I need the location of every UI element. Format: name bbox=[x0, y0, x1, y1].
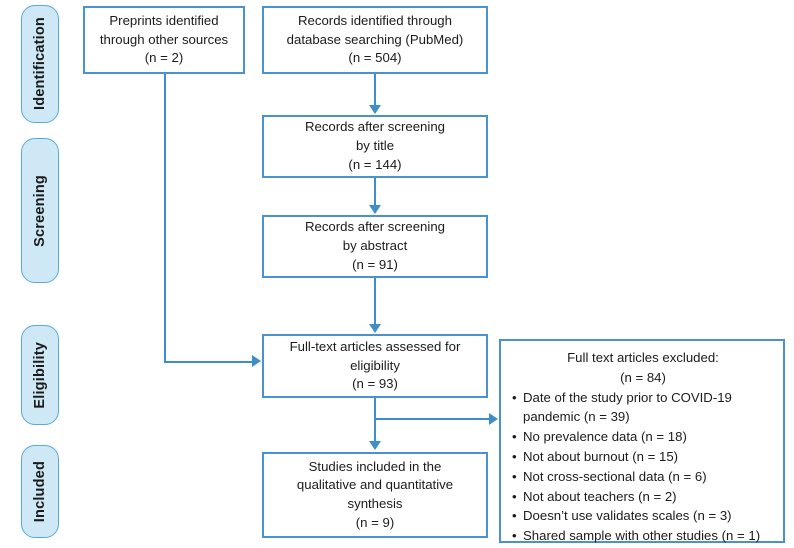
stage-eligibility-label: Eligibility bbox=[32, 341, 48, 409]
arrowhead-preprints-to-fulltext bbox=[252, 355, 261, 367]
box-studies-included-line-1: Studies included in the bbox=[308, 458, 442, 474]
box-studies-included-count: (n = 9) bbox=[355, 514, 395, 530]
box-full-text-assessed: Full-text articles assessed for eligibil… bbox=[262, 334, 488, 398]
stage-identification: Identification bbox=[21, 5, 59, 123]
stage-screening: Screening bbox=[21, 138, 59, 283]
box-full-text-line-2: eligibility bbox=[350, 357, 400, 373]
box-screening-abstract-count: (n = 91) bbox=[352, 256, 398, 272]
box-preprints-line-1: Preprints identified bbox=[109, 12, 219, 28]
stage-included-label: Included bbox=[32, 460, 48, 523]
excluded-reason-list: Date of the study prior to COVID-19 pand… bbox=[511, 388, 775, 546]
box-screening-title-line-1: Records after screening bbox=[304, 119, 445, 135]
box-records-identified-count: (n = 504) bbox=[348, 50, 402, 66]
connector-preprints-right bbox=[164, 361, 254, 363]
arrowhead-fulltext-to-included bbox=[369, 441, 381, 450]
box-records-after-screening-title: Records after screening by title (n = 14… bbox=[262, 115, 488, 178]
box-studies-included-line-2: qualitative and quantitative bbox=[296, 477, 454, 493]
box-preprints-line-2: through other sources bbox=[99, 31, 229, 47]
arrowhead-title-to-abstract bbox=[369, 205, 381, 214]
connector-preprints-down bbox=[164, 74, 166, 363]
stage-included: Included bbox=[21, 445, 59, 538]
list-item: No prevalence data (n = 18) bbox=[511, 427, 775, 447]
box-full-text-count: (n = 93) bbox=[352, 376, 398, 392]
box-screening-title-count: (n = 144) bbox=[348, 156, 402, 172]
excluded-count: (n = 84) bbox=[620, 369, 666, 385]
box-studies-included: Studies included in the qualitative and … bbox=[262, 452, 488, 538]
list-item: Not about teachers (n = 2) bbox=[511, 487, 775, 507]
arrowhead-abstract-to-fulltext bbox=[369, 324, 381, 333]
stage-identification-label: Identification bbox=[32, 17, 48, 111]
box-screening-abstract-line-2: by abstract bbox=[342, 238, 408, 254]
arrowhead-records-to-title bbox=[369, 105, 381, 114]
box-records-after-screening-abstract: Records after screening by abstract (n =… bbox=[262, 215, 488, 278]
box-screening-title-line-2: by title bbox=[355, 138, 395, 154]
connector-fulltext-to-excluded bbox=[374, 418, 491, 420]
box-preprints-identified: Preprints identified through other sourc… bbox=[83, 6, 245, 74]
connector-fulltext-to-included bbox=[374, 398, 376, 442]
box-studies-included-line-3: synthesis bbox=[347, 496, 403, 511]
arrowhead-fulltext-to-excluded bbox=[489, 413, 498, 425]
box-records-identified-line-2: database searching (PubMed) bbox=[286, 31, 464, 47]
box-full-text-excluded: Full text articles excluded: (n = 84) Da… bbox=[499, 339, 785, 546]
list-item: Shared sample with other studies (n = 1) bbox=[511, 526, 775, 546]
box-records-identified-line-1: Records identified through bbox=[298, 12, 452, 28]
connector-records-to-title bbox=[374, 74, 376, 106]
connector-title-to-abstract bbox=[374, 178, 376, 206]
list-item: Not about burnout (n = 15) bbox=[511, 447, 775, 467]
box-preprints-count: (n = 2) bbox=[144, 50, 184, 66]
list-item: Doesn’t use validates scales (n = 3) bbox=[511, 506, 775, 526]
stage-screening-label: Screening bbox=[32, 174, 48, 247]
excluded-heading: Full text articles excluded: bbox=[567, 350, 719, 365]
box-full-text-line-1: Full-text articles assessed for bbox=[289, 338, 461, 354]
list-item: Not cross-sectional data (n = 6) bbox=[511, 467, 775, 487]
box-screening-abstract-line-1: Records after screening bbox=[304, 219, 445, 235]
stage-eligibility: Eligibility bbox=[21, 325, 59, 425]
connector-abstract-to-fulltext bbox=[374, 278, 376, 325]
box-records-identified: Records identified through database sear… bbox=[262, 6, 488, 74]
list-item: Date of the study prior to COVID-19 pand… bbox=[511, 388, 775, 428]
